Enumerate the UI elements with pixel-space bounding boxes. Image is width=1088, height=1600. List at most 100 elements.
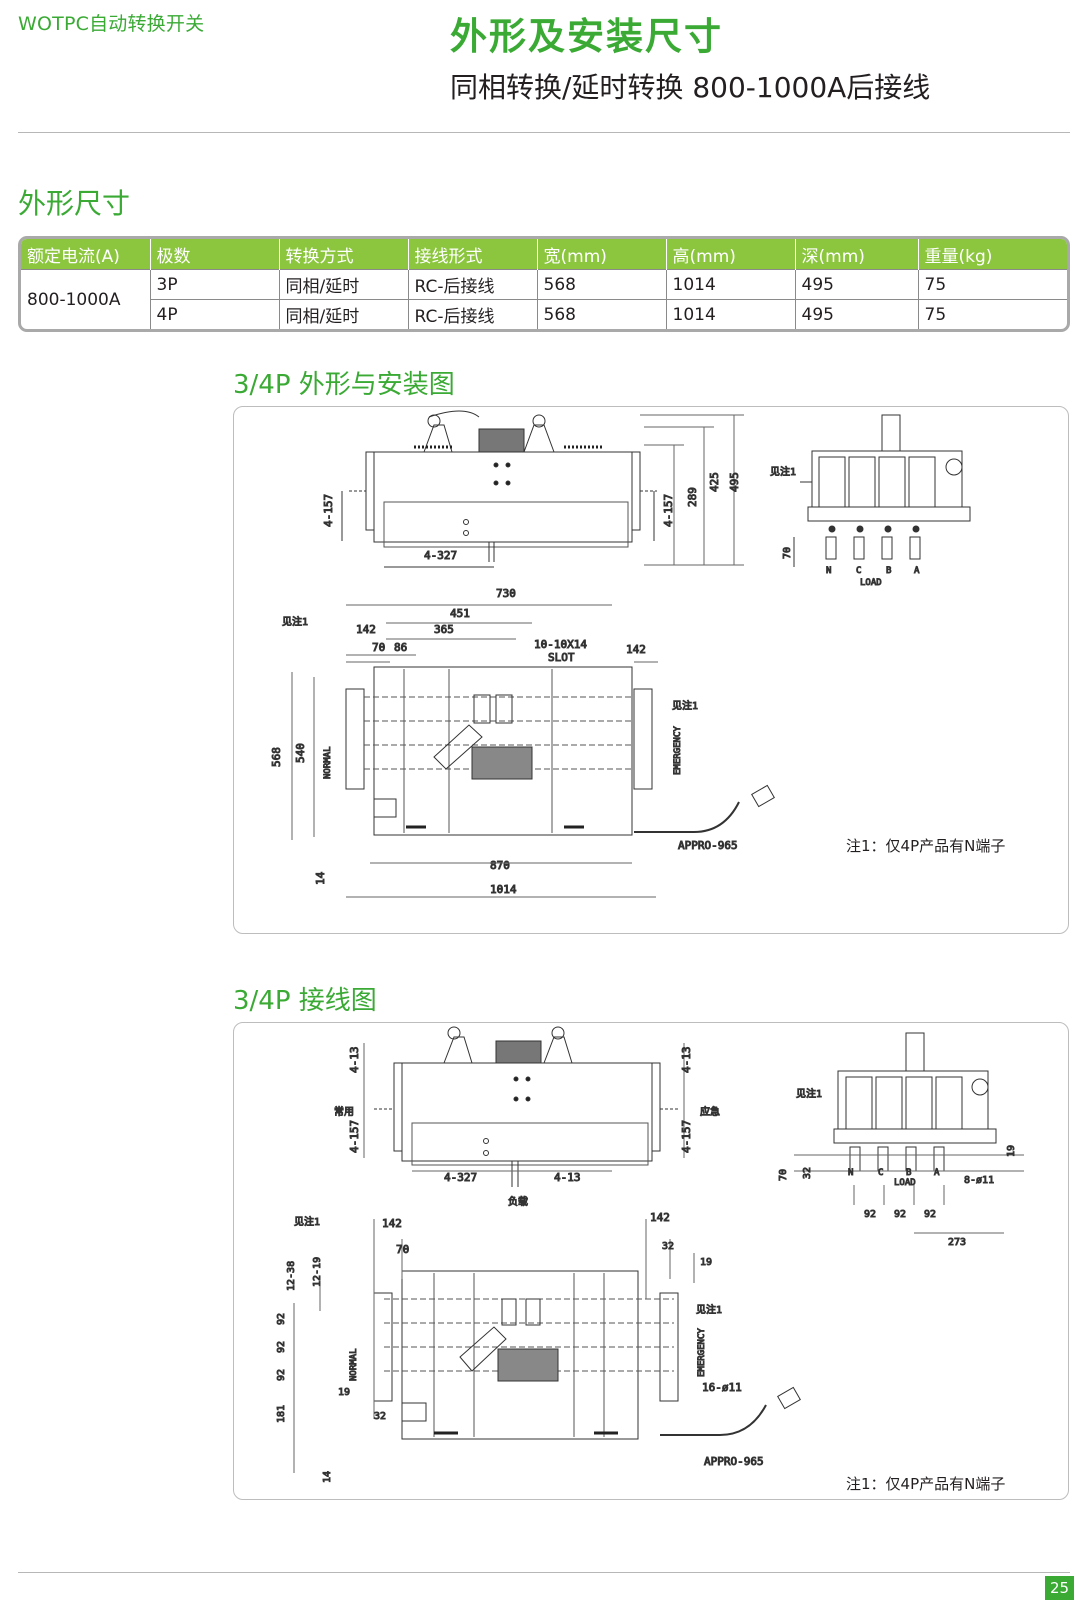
spec-table: 额定电流(A) 极数 转换方式 接线形式 宽(mm) 高(mm) 深(mm) 重…: [21, 239, 1067, 329]
table-row: 4P 同相/延时 RC-后接线 568 1014 495 75: [21, 299, 1067, 329]
brand-label: WOTPC自动转换开关: [18, 13, 205, 35]
dim-label: 92: [924, 1209, 936, 1220]
end-view: [794, 1032, 1024, 1234]
figure1-panel: 4-157 4-157 4-327 289 425 495 见注1 70 N C…: [233, 406, 1069, 934]
dim-label: 70: [782, 547, 793, 559]
dim-label: 730: [496, 587, 516, 600]
dim-label: 92: [276, 1313, 287, 1325]
spec-table-frame: 额定电流(A) 极数 转换方式 接线形式 宽(mm) 高(mm) 深(mm) 重…: [18, 236, 1070, 332]
dim-label: 32: [374, 1411, 386, 1422]
table-header-cell: 宽(mm): [537, 239, 667, 270]
table-cell: 1014: [666, 299, 796, 329]
phase-label: C: [878, 1168, 883, 1178]
dim-label: 425: [708, 472, 721, 492]
dim-label: 365: [434, 623, 454, 636]
figure1-title: 3/4P 外形与安装图: [233, 370, 455, 400]
emergency-cn-label: 应急: [700, 1105, 720, 1118]
slot-label: 10-10X14: [534, 638, 587, 651]
dim-label: 92: [276, 1341, 287, 1353]
dim-label: 289: [686, 487, 699, 507]
side-view: [341, 410, 744, 568]
table-header-cell: 额定电流(A): [21, 239, 151, 270]
dim-label: 14: [314, 871, 327, 885]
dim-label: 32: [802, 1167, 813, 1179]
note-ref: 见注1: [796, 1087, 822, 1100]
dim-label: 12-38: [286, 1261, 297, 1291]
table-header-cell: 极数: [150, 239, 280, 270]
note-ref: 见注1: [672, 699, 698, 712]
phase-label: B: [886, 566, 891, 576]
page-title: 外形及安装尺寸: [450, 15, 723, 58]
phase-label: B: [906, 1168, 911, 1178]
table-header-cell: 深(mm): [795, 239, 919, 270]
table-row: 800-1000A 3P 同相/延时 RC-后接线 568 1014 495 7…: [21, 269, 1067, 329]
load-label: LOAD: [894, 1178, 916, 1188]
page-subtitle: 同相转换/延时转换 800-1000A后接线: [450, 71, 931, 104]
table-cell-current: 800-1000A: [21, 269, 151, 329]
table-cell: 同相/延时: [279, 269, 409, 300]
dim-label: 19: [1006, 1145, 1017, 1157]
table-cell: 3P: [150, 269, 280, 300]
phase-label: N: [826, 566, 831, 576]
figure2-title: 3/4P 接线图: [233, 986, 377, 1016]
dim-label: 451: [450, 607, 470, 620]
note-ref: 见注1: [770, 465, 796, 478]
table-cell: 同相/延时: [279, 299, 409, 329]
dim-label: 1014: [490, 883, 517, 896]
dim-label: 14: [322, 1471, 333, 1483]
end-view: [793, 414, 971, 567]
dim-label: 142: [382, 1217, 402, 1230]
dim-label: 540: [294, 743, 307, 763]
dim-label: 568: [270, 747, 283, 767]
phase-label: A: [934, 1168, 940, 1178]
load-cn-label: 负载: [508, 1195, 528, 1208]
top-view: [345, 666, 775, 836]
dim-label: 8-ø11: [964, 1175, 994, 1186]
dim-label: 86: [394, 641, 407, 654]
dim-label: 19: [700, 1257, 712, 1268]
footer-divider: [18, 1572, 1070, 1573]
table-cell: 75: [918, 269, 1067, 300]
figure1-note: 注1：仅4P产品有N端子: [846, 837, 1006, 855]
figure2-note: 注1：仅4P产品有N端子: [846, 1475, 1006, 1493]
normal-cn-label: 常用: [334, 1105, 354, 1118]
note-ref: 见注1: [696, 1303, 722, 1316]
emergency-label: EMERGENCY: [673, 726, 683, 775]
dim-label: 92: [894, 1209, 906, 1220]
figure2-drawing: 4-13 4-157 4-13 4-157 常用 应急 4-327 4-13 负…: [276, 1026, 1024, 1484]
table-header-cell: 转换方式: [279, 239, 409, 270]
dim-label: 4-327: [444, 1171, 477, 1184]
dim-label: 142: [356, 623, 376, 636]
dim-label: 32: [662, 1241, 674, 1252]
dim-label: 70: [778, 1169, 789, 1181]
dim-label: 4-13: [554, 1171, 581, 1184]
section-title: 外形尺寸: [18, 187, 131, 220]
dim-label: 181: [276, 1405, 287, 1423]
phase-label: C: [856, 566, 861, 576]
table-cell: 568: [537, 299, 667, 329]
dim-label: 4-13: [348, 1047, 361, 1074]
dim-label: 273: [948, 1237, 966, 1248]
dim-label: 92: [276, 1369, 287, 1381]
dim-label: 870: [490, 859, 510, 872]
table-header-cell: 重量(kg): [918, 239, 1067, 270]
table-cell: 75: [918, 299, 1067, 329]
normal-label: NORMAL: [349, 1348, 359, 1381]
table-cell: 495: [795, 299, 919, 329]
dim-label: 19: [338, 1387, 350, 1398]
table-header-cell: 高(mm): [666, 239, 796, 270]
normal-label: NORMAL: [323, 746, 333, 779]
slot-label: SLOT: [548, 651, 575, 664]
dim-label: 142: [650, 1211, 670, 1224]
table-header-cell: 接线形式: [408, 239, 538, 270]
note-ref: 见注1: [282, 615, 308, 628]
side-view: [363, 1026, 685, 1187]
dim-label: 4-327: [424, 549, 457, 562]
dim-label: 70: [396, 1243, 409, 1256]
dim-label: APPRO-965: [704, 1455, 764, 1468]
dim-label: 4-157: [322, 494, 335, 527]
table-cell: 568: [537, 269, 667, 300]
dim-label: 4-157: [680, 1120, 693, 1153]
dim-label: 4-157: [348, 1120, 361, 1153]
top-view: [293, 1219, 801, 1473]
